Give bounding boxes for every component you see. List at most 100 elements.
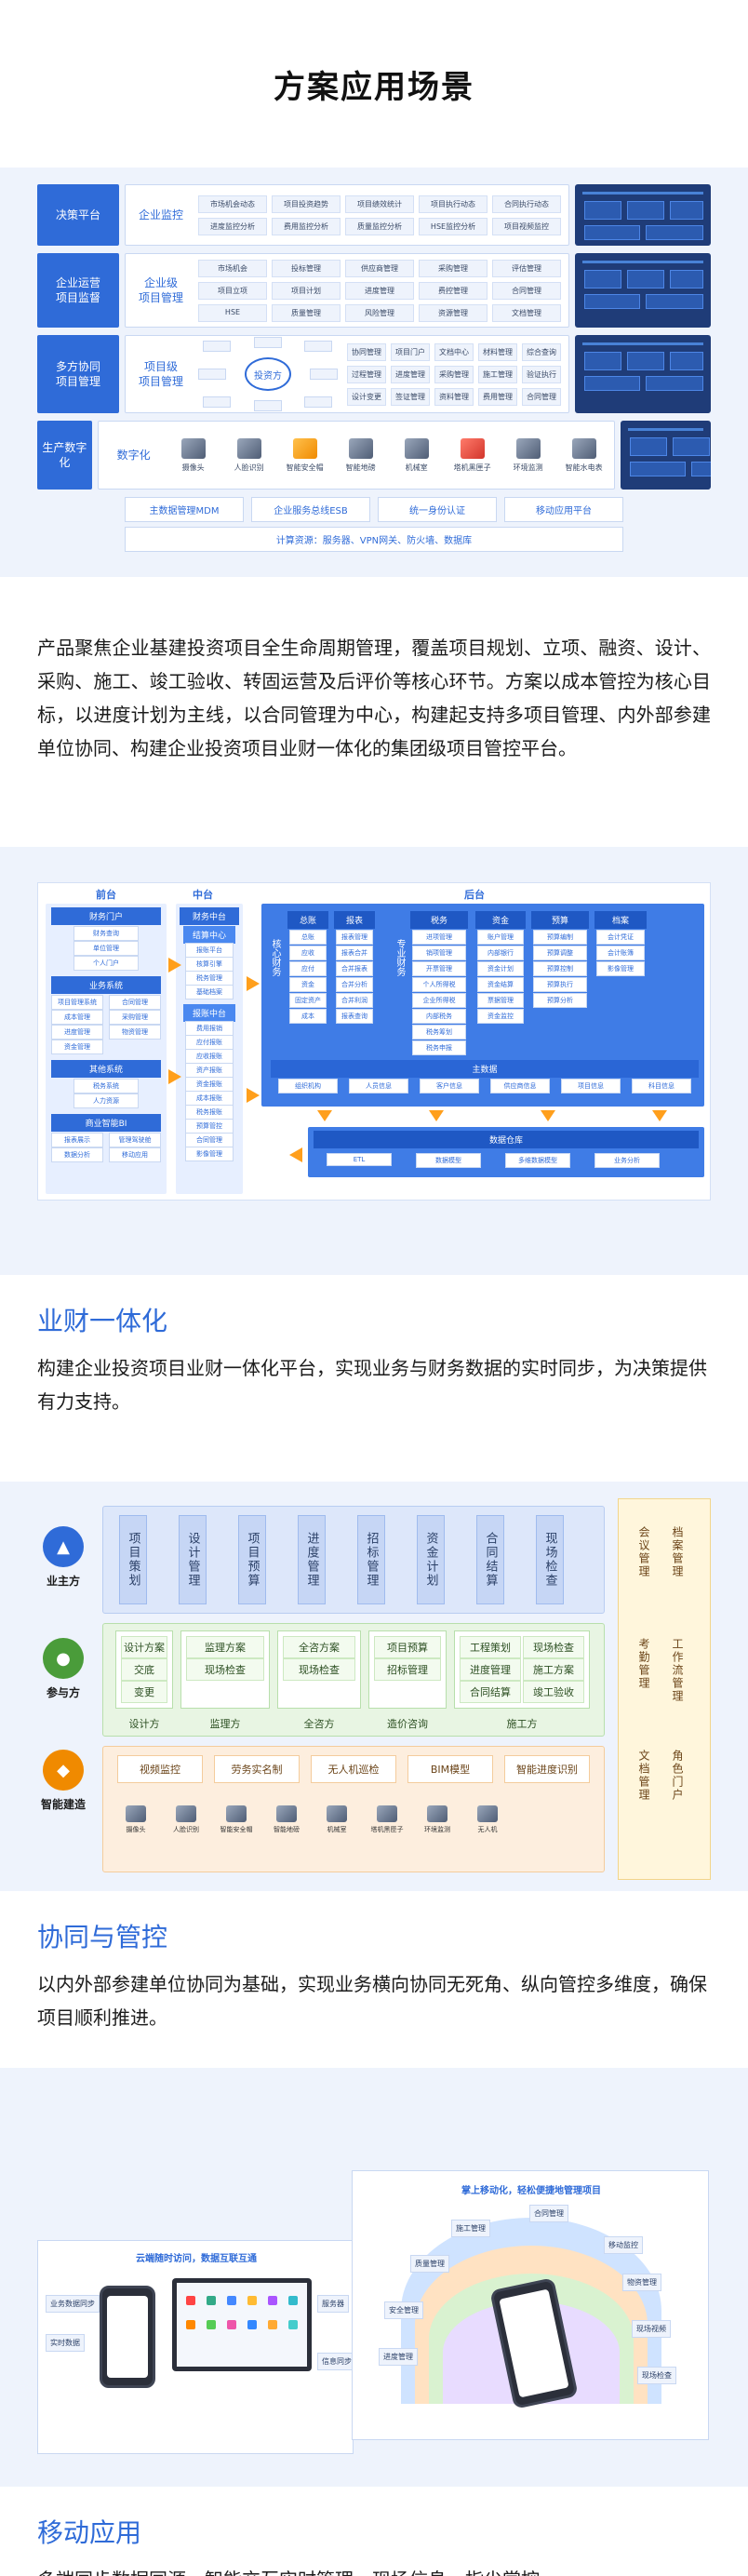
side-tool-item[interactable]: 角色门户: [671, 1750, 684, 1802]
owner-module[interactable]: 项目预算: [238, 1515, 266, 1604]
arch-module-cell[interactable]: HSE: [198, 303, 267, 322]
arch-module-cell[interactable]: 合同管理: [522, 387, 561, 406]
arch-module-cell[interactable]: 合同管理: [492, 281, 561, 300]
fin-mid-item[interactable]: 税务报账: [185, 1105, 234, 1120]
side-tool-item[interactable]: 文档管理: [637, 1750, 650, 1802]
arch-module-cell[interactable]: 合同执行动态: [492, 195, 561, 213]
fin-back-item[interactable]: 应付: [289, 961, 327, 976]
fin-warehouse-item[interactable]: ETL: [327, 1153, 392, 1166]
participant-item[interactable]: 施工方案: [523, 1658, 584, 1681]
arch-module-cell[interactable]: 协同管理: [347, 342, 386, 361]
fin-front-item[interactable]: 财务查询: [73, 926, 139, 941]
fin-front-item[interactable]: 移动应用: [109, 1147, 161, 1162]
smart-item[interactable]: BIM模型: [407, 1755, 493, 1783]
fin-master-item[interactable]: 组织机构: [278, 1079, 338, 1093]
arch-service-box[interactable]: 主数据管理MDM: [125, 497, 244, 522]
arch-module-cell[interactable]: 综合查询: [522, 342, 561, 361]
arch-module-cell[interactable]: 进度管理: [391, 365, 430, 383]
arch-module-cell[interactable]: 文档管理: [492, 303, 561, 322]
smart-item[interactable]: 视频监控: [117, 1755, 203, 1783]
fin-back-item[interactable]: 资金计划: [477, 961, 524, 976]
arch-module-cell[interactable]: 材料管理: [478, 342, 517, 361]
fin-back-item[interactable]: 预算编制: [533, 930, 587, 945]
fin-back-item[interactable]: 预算控制: [533, 961, 587, 976]
fin-mid-item[interactable]: 合同管理: [185, 1133, 234, 1147]
fin-mid-item[interactable]: 影像管理: [185, 1147, 234, 1161]
fin-warehouse-item[interactable]: 业务分析: [594, 1153, 660, 1168]
fin-mid-item[interactable]: 报账平台: [185, 943, 234, 958]
fin-front-item[interactable]: 成本管理: [51, 1010, 103, 1025]
owner-module[interactable]: 合同结算: [476, 1515, 504, 1604]
fin-back-item[interactable]: 影像管理: [596, 961, 645, 976]
arch-module-cell[interactable]: 进度管理: [345, 281, 414, 300]
fin-master-item[interactable]: 人员信息: [349, 1079, 408, 1093]
arch-module-cell[interactable]: 项目门户: [391, 342, 430, 361]
fin-back-item[interactable]: 合并分析: [336, 977, 373, 992]
participant-item[interactable]: 设计方案: [121, 1636, 167, 1658]
fin-back-item[interactable]: 资金监控: [477, 1009, 524, 1024]
side-tool-item[interactable]: 会议管理: [637, 1526, 650, 1578]
owner-module[interactable]: 进度管理: [298, 1515, 326, 1604]
fin-mid-item[interactable]: 资金报账: [185, 1077, 234, 1092]
arch-module-cell[interactable]: 项目绩效统计: [345, 195, 414, 213]
fin-back-item[interactable]: 报表合并: [336, 946, 373, 960]
fin-mid-item[interactable]: 费用报销: [185, 1021, 234, 1036]
fin-mid-item[interactable]: 资产报账: [185, 1063, 234, 1078]
participant-item[interactable]: 交底: [121, 1658, 167, 1681]
fin-back-item[interactable]: 固定资产: [289, 993, 327, 1008]
arch-module-cell[interactable]: 签证管理: [391, 387, 430, 406]
fin-back-item[interactable]: 成本: [289, 1009, 327, 1024]
smart-item[interactable]: 劳务实名制: [214, 1755, 300, 1783]
arch-service-box[interactable]: 企业服务总线ESB: [251, 497, 370, 522]
fin-warehouse-item[interactable]: 数据模型: [416, 1153, 481, 1168]
arch-module-cell[interactable]: 质量监控分析: [345, 217, 414, 235]
fin-front-item[interactable]: 单位管理: [73, 941, 139, 956]
arch-module-cell[interactable]: HSE监控分析: [419, 217, 488, 235]
fin-back-item[interactable]: 内部银行: [477, 946, 524, 960]
fin-front-item[interactable]: 数据分析: [51, 1147, 103, 1162]
arch-module-cell[interactable]: 市场机会: [198, 259, 267, 277]
arch-module-cell[interactable]: 项目投资趋势: [272, 195, 341, 213]
fin-back-item[interactable]: 票据管理: [477, 993, 524, 1008]
fin-back-item[interactable]: 销项管理: [412, 946, 466, 960]
side-tool-item[interactable]: 工作流管理: [671, 1638, 684, 1703]
fin-front-item[interactable]: 合同管理: [109, 995, 161, 1010]
fin-back-item[interactable]: 资金: [289, 977, 327, 992]
fin-back-item[interactable]: 个人所得税: [412, 977, 466, 992]
fin-back-item[interactable]: 进项管理: [412, 930, 466, 945]
fin-front-item[interactable]: 税务系统: [73, 1079, 139, 1093]
arch-module-cell[interactable]: 验证执行: [522, 365, 561, 383]
fin-back-item[interactable]: 税务申报: [412, 1040, 466, 1055]
arch-module-cell[interactable]: 供应商管理: [345, 259, 414, 277]
fin-mid-item[interactable]: 应收报账: [185, 1049, 234, 1064]
fin-back-item[interactable]: 合并利润: [336, 993, 373, 1008]
arch-module-cell[interactable]: 采购管理: [434, 365, 474, 383]
fin-back-item[interactable]: 应收: [289, 946, 327, 960]
fin-front-item[interactable]: 物资管理: [109, 1025, 161, 1040]
fin-master-item[interactable]: 客户信息: [420, 1079, 479, 1093]
participant-item[interactable]: 合同结算: [460, 1681, 521, 1703]
fin-mid-item[interactable]: 税务管理: [185, 971, 234, 986]
fin-front-item[interactable]: 个人门户: [73, 956, 139, 971]
arch-module-cell[interactable]: 费控管理: [419, 281, 488, 300]
owner-module[interactable]: 项目策划: [119, 1515, 147, 1604]
arch-module-cell[interactable]: 项目执行动态: [419, 195, 488, 213]
smart-item[interactable]: 无人机巡检: [311, 1755, 396, 1783]
fin-back-item[interactable]: 资金结算: [477, 977, 524, 992]
arch-module-cell[interactable]: 风险管理: [345, 303, 414, 322]
arch-service-box[interactable]: 移动应用平台: [504, 497, 623, 522]
owner-module[interactable]: 招标管理: [357, 1515, 385, 1604]
arch-module-cell[interactable]: 设计变更: [347, 387, 386, 406]
fin-mid-item[interactable]: 基础档案: [185, 985, 234, 1000]
owner-module[interactable]: 现场检查: [536, 1515, 564, 1604]
fin-back-item[interactable]: 预算调整: [533, 946, 587, 960]
fin-back-item[interactable]: 合并报表: [336, 961, 373, 976]
participant-item[interactable]: 工程策划: [460, 1636, 521, 1658]
fin-back-item[interactable]: 会计凭证: [596, 930, 645, 945]
owner-module[interactable]: 资金计划: [417, 1515, 445, 1604]
participant-item[interactable]: 全咨方案: [283, 1636, 355, 1658]
fin-mid-item[interactable]: 成本报账: [185, 1091, 234, 1106]
fin-back-item[interactable]: 总账: [289, 930, 327, 945]
fin-back-item[interactable]: 账户管理: [477, 930, 524, 945]
fin-mid-item[interactable]: 核算引擎: [185, 957, 234, 972]
